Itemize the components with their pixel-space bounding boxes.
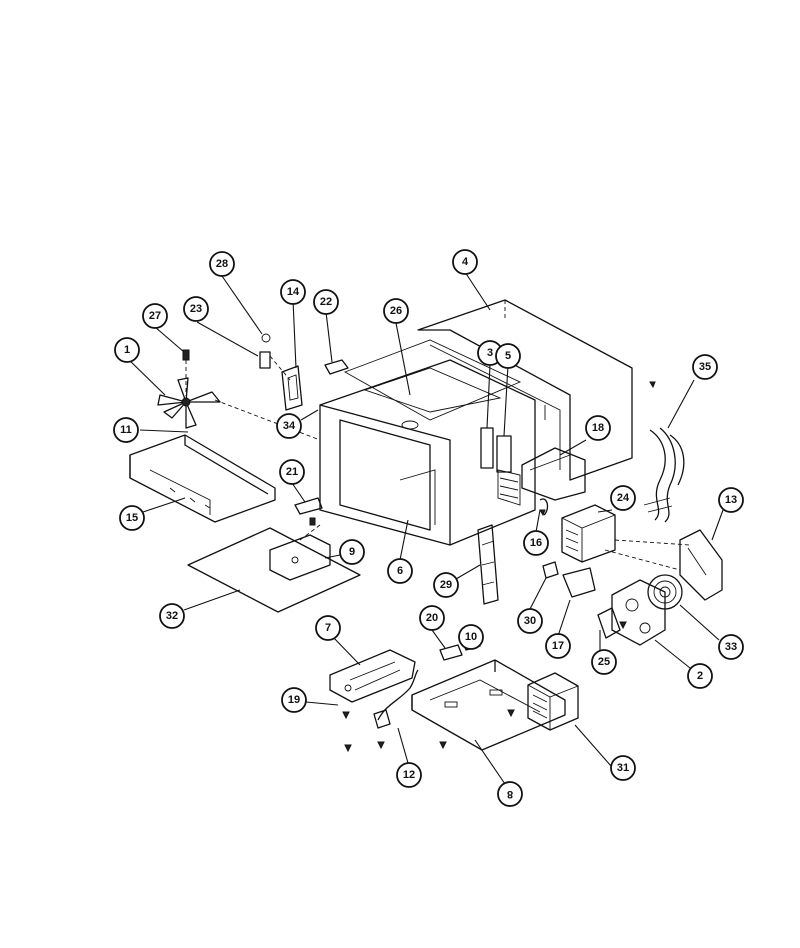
thermal-cutout-part xyxy=(521,447,586,501)
magnetron-part xyxy=(561,504,616,563)
callout-17: 17 xyxy=(545,633,571,659)
latch-part xyxy=(477,524,499,605)
callout-10: 10 xyxy=(458,624,484,650)
callout-32: 32 xyxy=(159,603,185,629)
callout-22: 22 xyxy=(313,289,339,315)
svg-text:29: 29 xyxy=(440,579,452,591)
svg-text:16: 16 xyxy=(530,537,542,549)
svg-text:4: 4 xyxy=(462,256,469,268)
screw-hardware xyxy=(342,381,656,753)
svg-text:14: 14 xyxy=(287,286,300,298)
svg-text:23: 23 xyxy=(190,303,202,315)
svg-text:21: 21 xyxy=(286,466,298,478)
svg-text:15: 15 xyxy=(126,512,138,524)
upper-brackets-part xyxy=(259,333,349,411)
bottom-tray-part xyxy=(129,434,276,523)
callout-33: 33 xyxy=(718,634,744,660)
bottom-plate-part xyxy=(187,527,361,613)
fan-nut-part xyxy=(182,349,190,396)
callout-9: 9 xyxy=(339,539,365,565)
oven-cavity-part xyxy=(319,339,536,546)
callout-15: 15 xyxy=(119,505,145,531)
callout-29: 29 xyxy=(433,572,459,598)
sensor-parts xyxy=(539,498,596,598)
wire-harness-part xyxy=(643,427,685,523)
svg-text:13: 13 xyxy=(725,494,737,506)
svg-text:1: 1 xyxy=(124,344,130,356)
callout-6: 6 xyxy=(387,558,413,584)
fan-shroud-part xyxy=(679,529,723,601)
svg-text:33: 33 xyxy=(725,641,737,653)
callout-24: 24 xyxy=(610,485,636,511)
callout-12: 12 xyxy=(396,762,422,788)
svg-text:10: 10 xyxy=(465,631,477,643)
svg-text:3: 3 xyxy=(487,347,493,359)
fan-blade-part xyxy=(157,377,221,429)
callout-19: 19 xyxy=(281,687,307,713)
callout-13: 13 xyxy=(718,487,744,513)
motor-assembly-part xyxy=(597,574,683,646)
callout-16: 16 xyxy=(523,530,549,556)
svg-text:20: 20 xyxy=(426,612,438,624)
svg-text:27: 27 xyxy=(149,310,161,322)
svg-text:18: 18 xyxy=(592,422,604,434)
svg-text:24: 24 xyxy=(617,492,630,504)
svg-text:8: 8 xyxy=(507,788,513,800)
callout-1: 1 xyxy=(114,337,140,363)
callout-27: 27 xyxy=(142,303,168,329)
svg-text:2: 2 xyxy=(697,670,703,682)
callout-2: 2 xyxy=(687,663,713,689)
cavity-brackets-part xyxy=(480,427,512,473)
svg-text:26: 26 xyxy=(390,305,402,317)
svg-text:32: 32 xyxy=(166,610,178,622)
callout-30: 30 xyxy=(517,608,543,634)
alignment-lines xyxy=(214,355,691,571)
callout-18: 18 xyxy=(585,415,611,441)
callout-34: 34 xyxy=(276,413,302,439)
svg-text:22: 22 xyxy=(320,296,332,308)
callout-23: 23 xyxy=(183,296,209,322)
callout-31: 31 xyxy=(610,755,636,781)
svg-text:11: 11 xyxy=(120,424,132,436)
svg-text:5: 5 xyxy=(505,350,511,362)
callout-20: 20 xyxy=(419,605,445,631)
callout-26: 26 xyxy=(383,298,409,324)
svg-text:30: 30 xyxy=(524,615,536,627)
callout-11: 11 xyxy=(113,417,139,443)
callout-28: 28 xyxy=(209,251,235,277)
mounting-bracket-part xyxy=(329,649,416,703)
callout-21: 21 xyxy=(279,459,305,485)
svg-text:19: 19 xyxy=(288,694,300,706)
base-plate-part xyxy=(411,635,566,751)
transformer-part xyxy=(527,672,579,731)
callout-14: 14 xyxy=(280,279,306,305)
callout-25: 25 xyxy=(591,649,617,675)
leader-lines xyxy=(126,271,724,785)
svg-text:34: 34 xyxy=(283,420,296,432)
switch-bracket-part xyxy=(269,497,331,581)
svg-text:7: 7 xyxy=(325,622,331,634)
callout-35: 35 xyxy=(692,354,718,380)
svg-text:12: 12 xyxy=(403,769,415,781)
svg-text:9: 9 xyxy=(349,546,355,558)
svg-text:6: 6 xyxy=(397,565,403,577)
svg-text:25: 25 xyxy=(598,656,610,668)
svg-text:31: 31 xyxy=(617,762,629,774)
svg-text:35: 35 xyxy=(699,361,711,373)
svg-text:28: 28 xyxy=(216,258,228,270)
callout-8: 8 xyxy=(497,781,523,807)
callout-5: 5 xyxy=(495,343,521,369)
callout-7: 7 xyxy=(315,615,341,641)
wire-lead-part xyxy=(373,669,419,729)
svg-text:17: 17 xyxy=(552,640,564,652)
callout-4: 4 xyxy=(452,249,478,275)
